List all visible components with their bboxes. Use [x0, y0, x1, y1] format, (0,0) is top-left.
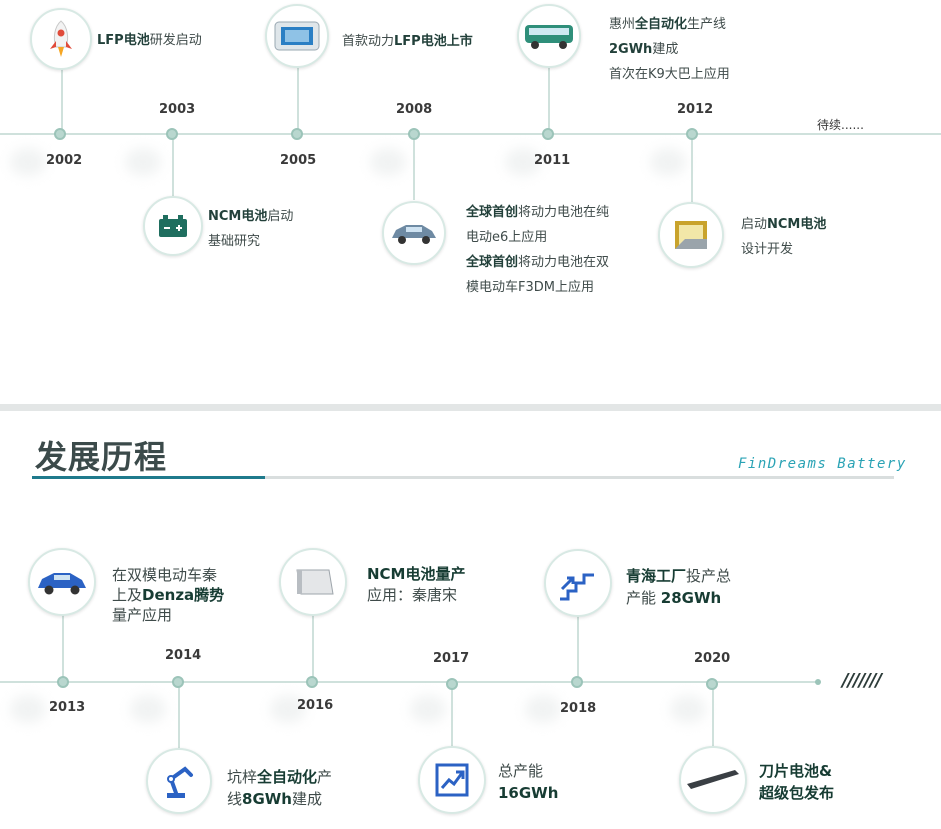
year-label: 2017 — [433, 651, 470, 666]
year-label: 2003 — [159, 102, 196, 117]
event-global-first: 全球首创将动力电池在纯 电动e6上应用 全球首创将动力电池在双 模电动车F3DM… — [466, 205, 610, 295]
year-label: 2011 — [534, 153, 571, 168]
event-ncm-start: NCM电池启动 基础研究 — [208, 209, 294, 249]
year-label: 2012 — [677, 102, 714, 117]
year-label: 2002 — [46, 153, 83, 168]
year-label: 2014 — [165, 648, 202, 663]
timeline-end-marks: /////// — [842, 670, 882, 691]
timeline-end-point — [815, 679, 821, 685]
timeline-dot-2011 — [542, 128, 554, 140]
battery-icon — [143, 196, 203, 256]
continue-label: 待续...... — [817, 118, 864, 132]
section-divider — [0, 404, 941, 411]
year-label: 2020 — [694, 651, 731, 666]
ncm-cell-icon — [279, 548, 347, 616]
blade-battery-icon — [679, 746, 747, 814]
year-label: 2008 — [396, 102, 433, 117]
event-blade-battery: 刀片电池& 超级包发布 — [759, 762, 835, 802]
timeline-dot-2005 — [291, 128, 303, 140]
stairs-growth-icon — [544, 549, 612, 617]
timeline-dot-2018 — [571, 676, 583, 688]
timeline-dot-2012 — [686, 128, 698, 140]
year-label: 2005 — [280, 153, 317, 168]
rocket-icon — [30, 8, 92, 70]
robot-arm-icon — [146, 748, 212, 814]
page-title: 发展历程 — [35, 438, 168, 476]
growth-chart-icon — [418, 746, 486, 814]
event-ncm-mass: NCM电池量产 应用：秦唐宋 — [367, 565, 466, 604]
event-qinghai: 青海工厂投产总 产能 28GWh — [626, 567, 732, 607]
timeline-dot-2016 — [306, 676, 318, 688]
event-lfp-rnd: LFP电池研发启动 — [97, 33, 202, 48]
event-huizhou-line: 惠州全自动化生产线 2GWh建成 首次在K9大巴上应用 — [609, 17, 730, 82]
event-kengzi-line: 坑梓全自动化产 线8GWh建成 — [227, 768, 333, 808]
event-lfp-launch: 首款动力LFP电池上市 — [342, 34, 473, 49]
car-qin-icon — [28, 548, 96, 616]
event-ncm-design: 启动NCM电池 设计开发 — [741, 217, 827, 257]
year-label: 2018 — [560, 701, 597, 716]
top-timeline-axis — [0, 133, 941, 135]
timeline-dot-2003 — [166, 128, 178, 140]
brand-logo: FinDreams Battery — [738, 456, 907, 472]
battery-cell-icon — [265, 4, 329, 68]
bottom-timeline-axis — [0, 681, 820, 683]
timeline-dot-2017 — [446, 678, 458, 690]
year-label: 2013 — [49, 700, 86, 715]
timeline-dot-2013 — [57, 676, 69, 688]
timeline-dot-2020 — [706, 678, 718, 690]
event-qin-denza: 在双模电动车秦 上及Denza腾势 量产应用 — [112, 566, 225, 624]
timeline-dot-2008 — [408, 128, 420, 140]
timeline-dot-2014 — [172, 676, 184, 688]
year-label: 2016 — [297, 698, 334, 713]
timeline-dot-2002 — [54, 128, 66, 140]
car-e6-icon — [382, 201, 446, 265]
bus-icon — [517, 4, 581, 68]
event-capacity-16: 总产能 16GWh — [498, 762, 559, 802]
title-accent-bar — [32, 476, 265, 479]
title-underline — [32, 476, 894, 479]
ncm-battery-icon — [658, 202, 724, 268]
